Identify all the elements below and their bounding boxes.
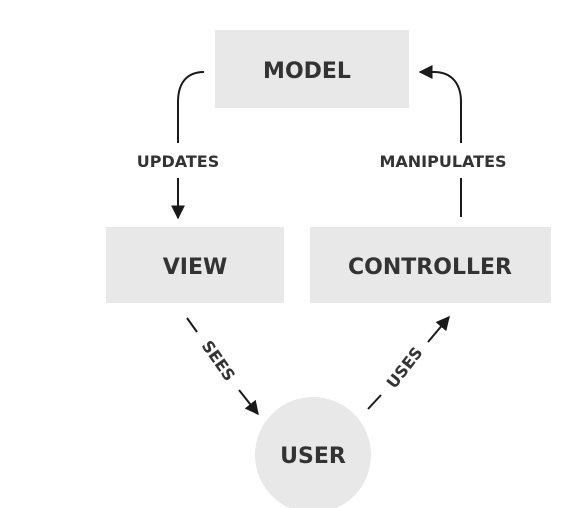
user-label: USER	[280, 444, 346, 469]
manipulates-label: MANIPULATES	[379, 152, 506, 171]
manipulates-edge: MANIPULATES	[379, 65, 507, 217]
sees-edge: SEES	[186, 317, 259, 416]
model-node: MODEL	[215, 30, 409, 108]
uses-label: USES	[383, 343, 427, 392]
manipulates-arrow-top	[418, 65, 462, 143]
model-label: MODEL	[263, 59, 351, 84]
sees-arrow-start	[186, 317, 198, 333]
uses-arrow-end	[427, 315, 450, 343]
uses-edge: USES	[367, 315, 450, 410]
view-label: VIEW	[163, 255, 228, 280]
updates-label: UPDATES	[137, 152, 220, 171]
controller-label: CONTROLLER	[348, 255, 512, 280]
updates-edge: UPDATES	[137, 71, 220, 220]
sees-label: SEES	[198, 337, 239, 385]
uses-arrow-start	[367, 394, 382, 410]
controller-node: CONTROLLER	[310, 227, 551, 303]
user-node: USER	[255, 397, 371, 508]
updates-arrow-top	[177, 71, 205, 143]
view-node: VIEW	[106, 227, 284, 303]
sees-arrow-end	[238, 389, 259, 416]
